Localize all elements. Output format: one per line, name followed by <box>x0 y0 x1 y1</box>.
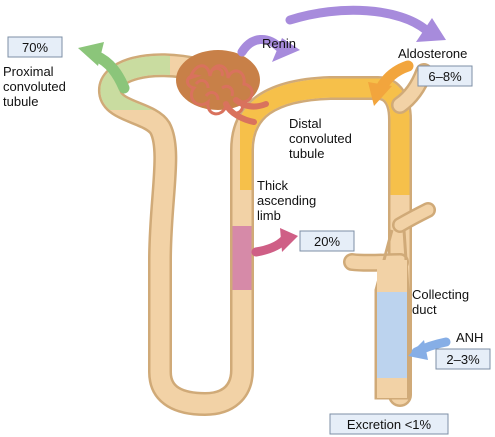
aldosterone-percent-box: 6–8% <box>417 65 473 87</box>
renin-label: Renin <box>262 36 296 51</box>
side-branch-upper-fill <box>394 204 434 231</box>
proximal-percent: 70% <box>22 40 48 55</box>
aldosterone-label: Aldosterone <box>398 46 467 61</box>
proximal-percent-box: 70% <box>7 36 63 58</box>
aldosterone-top-arrow-icon <box>285 5 446 42</box>
collecting-duct-band <box>377 292 407 378</box>
renin-arrow-icon <box>237 35 300 62</box>
proximal-label-line-1: Proximal <box>3 64 54 79</box>
anh-percent-box: 2–3% <box>435 348 491 370</box>
anh-percent: 2–3% <box>446 352 480 367</box>
afferent-arteriole <box>233 97 269 110</box>
distal-label-line-2: convoluted <box>289 131 352 146</box>
ascending-percent-box: 20% <box>299 230 355 252</box>
ascending-percent: 20% <box>314 234 340 249</box>
anh-label: ANH <box>456 330 483 345</box>
proximal-label-line-2: convoluted <box>3 79 66 94</box>
excretion-label: Excretion <1% <box>347 417 432 432</box>
glomerulus <box>176 50 269 125</box>
proximal-label-line-3: tubule <box>3 94 38 109</box>
aldosterone-arrow-icon <box>368 60 414 106</box>
distal-label-line-1: Distal <box>289 116 322 131</box>
anh-arrow-icon <box>408 337 451 360</box>
efferent-arteriole <box>223 101 257 125</box>
proximal-tubule-band <box>100 55 170 110</box>
thick-ascending-label-line-2: ascending <box>257 193 316 208</box>
thick-ascending-label-line-1: Thick <box>257 178 289 193</box>
aldosterone-percent: 6–8% <box>428 69 462 84</box>
proximal-arrow-icon <box>78 42 130 94</box>
collecting-label-line-1: Collecting <box>412 287 469 302</box>
distal-label-line-3: tubule <box>289 146 324 161</box>
thick-ascending-label-line-3: limb <box>257 208 281 223</box>
nephron-tubule <box>98 53 436 416</box>
bowmans-capsule <box>176 50 260 110</box>
collecting-label-line-2: duct <box>412 302 437 317</box>
ascending-arrow-icon <box>251 228 298 257</box>
excretion-box: Excretion <1% <box>329 413 449 435</box>
